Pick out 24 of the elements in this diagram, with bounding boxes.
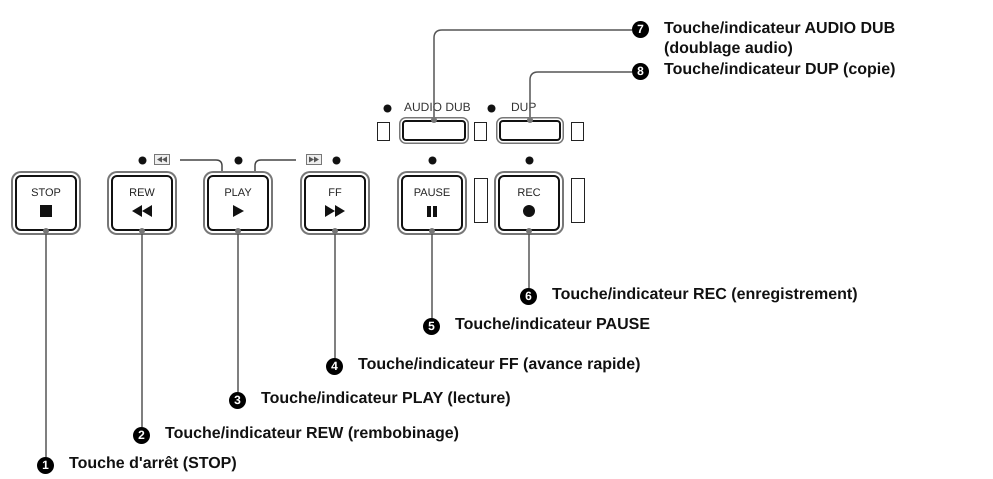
leader-line: [332, 228, 338, 358]
callout-text: Touche/indicateur PLAY (lecture): [261, 390, 511, 408]
callout-number: 2: [133, 427, 150, 444]
leader-line: [526, 228, 532, 288]
leader-line: [527, 71, 632, 123]
leader-line: [431, 29, 632, 123]
callout-number: 1: [37, 457, 54, 474]
callout-number: 6: [520, 288, 537, 305]
callout-text: Touche/indicateur FF (avance rapide): [358, 356, 640, 374]
leader-line: [139, 228, 145, 427]
leader-line: [43, 228, 49, 457]
callout-text: Touche/indicateur REC (enregistrement): [552, 286, 858, 304]
callout-text: Touche/indicateur DUP (copie): [664, 61, 896, 79]
callout-text: Touche/indicateur AUDIO DUB (doublage audio): [664, 19, 896, 59]
callout-number: 7: [632, 21, 649, 38]
callout-number: 4: [326, 358, 343, 375]
callout-number: 8: [632, 63, 649, 80]
callout-text: Touche/indicateur PAUSE: [455, 316, 650, 334]
callout-text: Touche d'arrêt (STOP): [69, 455, 237, 473]
callout-number: 5: [423, 318, 440, 335]
callout-number: 3: [229, 392, 246, 409]
leader-line: [235, 228, 241, 392]
leader-line: [429, 228, 435, 318]
callout-text: Touche/indicateur REW (rembobinage): [165, 425, 459, 443]
